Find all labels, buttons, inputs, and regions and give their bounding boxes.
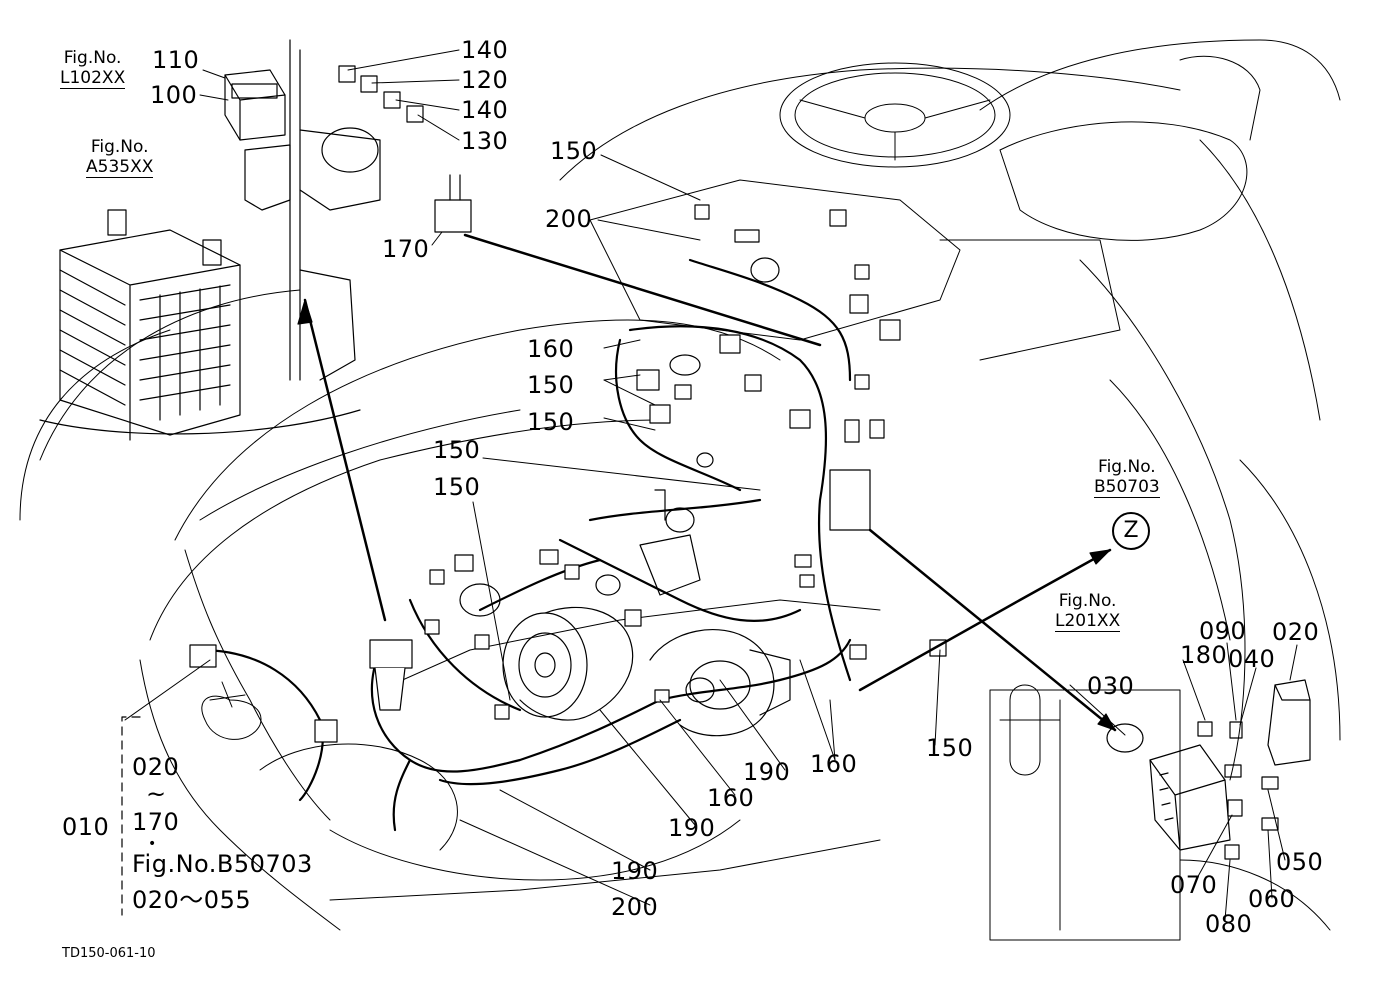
callout-070: 070 <box>1170 871 1218 899</box>
callout-030: 030 <box>1087 672 1135 700</box>
callout-110: 110 <box>152 46 200 74</box>
callout-100: 100 <box>150 81 198 109</box>
relay-bracket <box>289 39 472 381</box>
range-fig-range: 020～055 <box>132 886 252 914</box>
callout-150-top: 150 <box>550 137 598 165</box>
sensors <box>459 257 780 617</box>
assembly-number: 010 <box>62 813 110 841</box>
callout-140-top: 140 <box>461 36 509 64</box>
callout-060: 060 <box>1248 885 1296 913</box>
callout-050: 050 <box>1276 848 1324 876</box>
fig-ref-b50703-line1: Fig.No. <box>1098 457 1156 477</box>
callout-140-mid: 140 <box>461 96 509 124</box>
callout-090: 090 <box>1199 617 1247 645</box>
range-from: 020 <box>132 753 180 781</box>
callout-120: 120 <box>461 66 509 94</box>
fig-ref-a535-line2: A535XX <box>86 157 154 178</box>
arrow-heads <box>297 299 1116 731</box>
callout-190-b: 190 <box>668 814 716 842</box>
mini-fuses <box>338 65 424 123</box>
fuse-box <box>224 69 291 211</box>
fig-ref-a535-line1: Fig.No. <box>90 137 149 157</box>
main-harness <box>198 258 852 832</box>
callout-160-b: 160 <box>810 750 858 778</box>
fig-ref-l201-line1: Fig.No. <box>1058 591 1117 611</box>
alternator <box>502 606 634 721</box>
callout-200-bottom: 200 <box>611 893 659 921</box>
callout-020-right: 020 <box>1272 618 1320 646</box>
callout-130: 130 <box>461 127 509 155</box>
callout-170: 170 <box>382 235 430 263</box>
relay-block-lower-right <box>1106 679 1311 860</box>
callout-180: 180 <box>1180 641 1228 669</box>
fig-ref-b50703-line2: B50703 <box>1094 477 1160 498</box>
fig-ref-b50703: Fig.No. B50703 <box>1094 457 1160 498</box>
callout-160-a: 160 <box>527 335 575 363</box>
fig-ref-l201: Fig.No. L201XX <box>1055 591 1121 632</box>
callout-150-b: 150 <box>527 371 575 399</box>
fig-ref-l102-line2: L102XX <box>60 68 126 89</box>
fig-ref-a535: Fig.No. A535XX <box>86 137 154 178</box>
callout-080: 080 <box>1205 910 1253 938</box>
starter-motor <box>649 629 791 737</box>
tractor-outline <box>19 39 1341 941</box>
zone-marker-z: Z <box>1112 512 1150 550</box>
callout-200-top: 200 <box>545 205 593 233</box>
range-tilde: ~ <box>146 780 167 808</box>
callout-150-f: 150 <box>926 734 974 762</box>
callout-040: 040 <box>1228 645 1276 673</box>
callout-leaders <box>124 49 1298 921</box>
battery <box>39 209 361 441</box>
fig-ref-l102: Fig.No. L102XX <box>60 48 126 89</box>
callout-150-d: 150 <box>433 436 481 464</box>
callout-160-c: 160 <box>707 784 755 812</box>
callout-150-e: 150 <box>433 473 481 501</box>
callout-190-c: 190 <box>611 857 659 885</box>
drawing-code: TD150-061-10 <box>62 946 156 961</box>
callout-150-c: 150 <box>527 408 575 436</box>
range-to: 170 <box>132 808 180 836</box>
fig-ref-l102-line1: Fig.No. <box>63 48 122 68</box>
callout-190-a: 190 <box>743 758 791 786</box>
range-bracket <box>121 716 141 916</box>
range-bullet: • <box>148 836 157 852</box>
range-fig-ref: Fig.No.B50703 <box>132 850 313 878</box>
fig-ref-l201-line2: L201XX <box>1055 611 1121 632</box>
leader-arrows <box>303 233 1117 732</box>
harness-connectors <box>189 204 947 743</box>
